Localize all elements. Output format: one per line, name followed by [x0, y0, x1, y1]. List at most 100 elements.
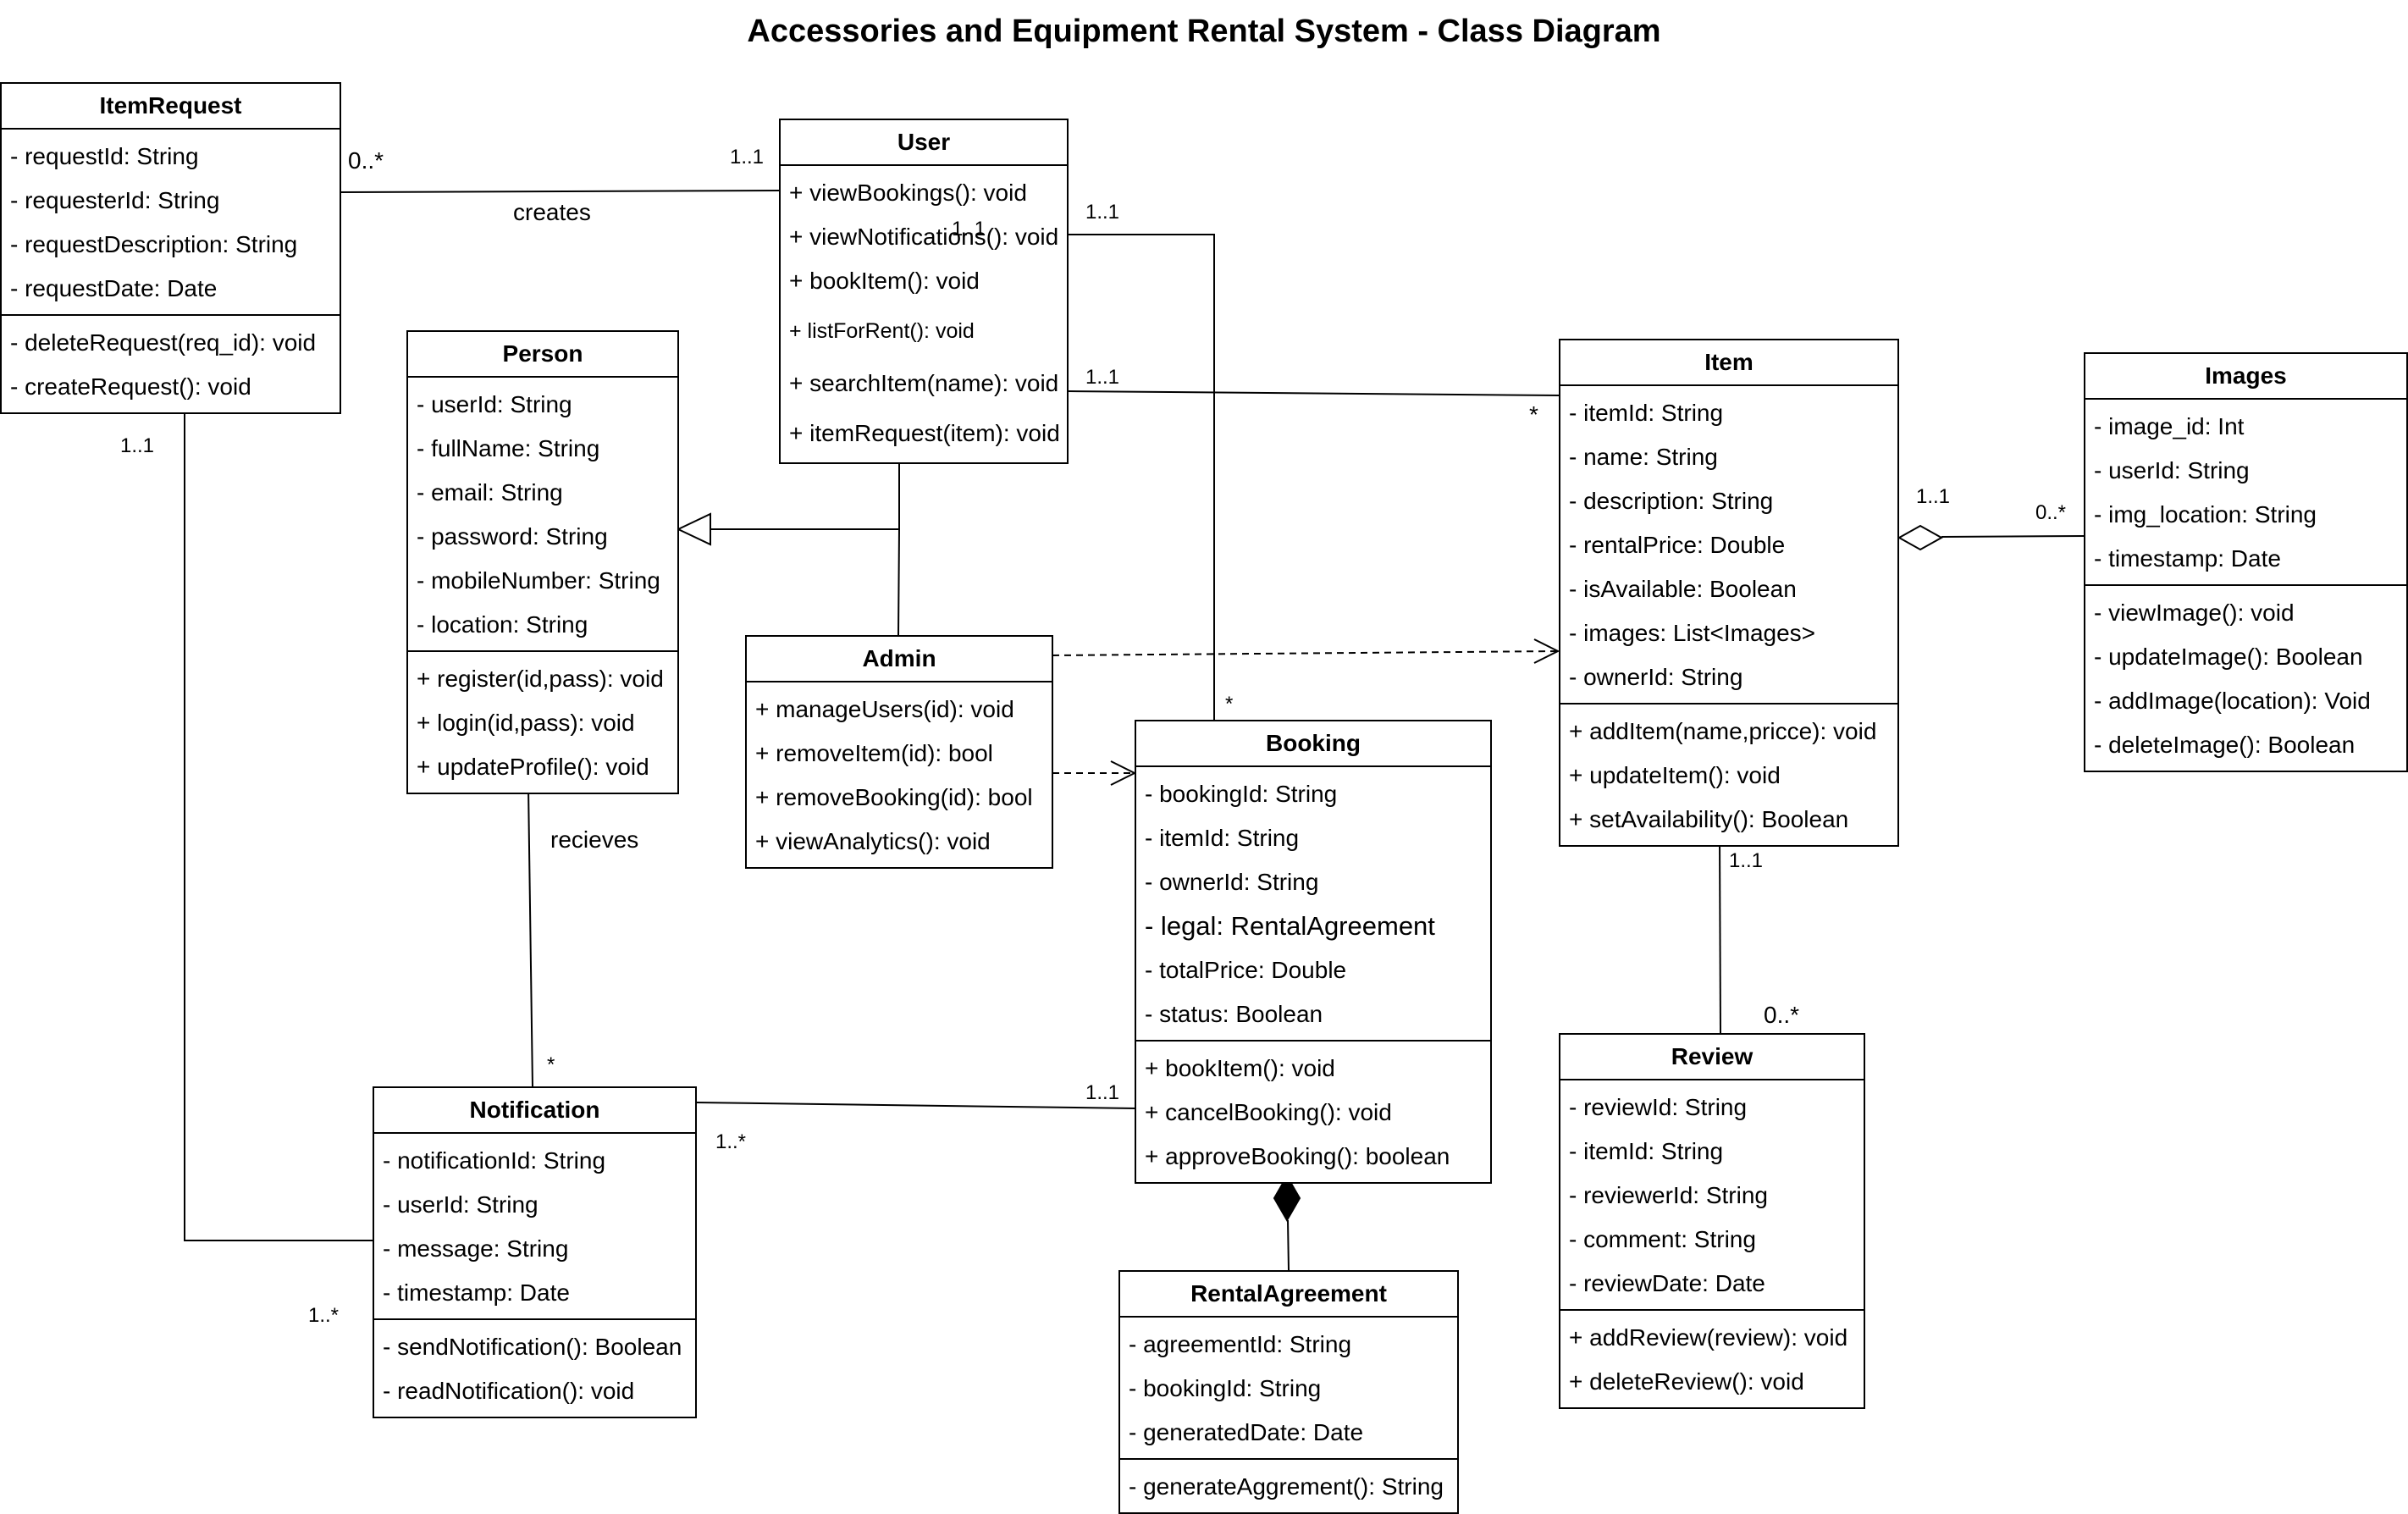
- method: + register(id,pass): void: [417, 666, 664, 692]
- attributes-section: - bookingId: String - itemId: String - o…: [1136, 767, 1490, 1040]
- attribute: - reviewerId: String: [1569, 1182, 1768, 1208]
- class-name: Images: [2085, 354, 2406, 400]
- class-name: ItemRequest: [2, 84, 340, 130]
- attribute: - ownerId: String: [1569, 664, 1743, 690]
- method: + itemRequest(item): void: [789, 420, 1060, 446]
- attribute: - legal: RentalAgreement: [1145, 911, 1435, 941]
- attribute: - itemId: String: [1145, 825, 1300, 851]
- aggregation-diamond: [1897, 524, 1944, 551]
- class-name: Review: [1560, 1035, 1864, 1080]
- attribute: - timestamp: Date: [2094, 545, 2281, 572]
- attribute: - requestDate: Date: [10, 275, 218, 301]
- attribute: - userId: String: [417, 391, 572, 417]
- method: + searchItem(name): void: [789, 370, 1059, 396]
- user-item-association: [1066, 390, 1561, 396]
- attribute: - password: String: [417, 523, 608, 550]
- attributes-section: - notificationId: String - userId: Strin…: [374, 1134, 695, 1318]
- method: - generateAggrement(): String: [1129, 1473, 1444, 1500]
- class-rentalagreement: RentalAgreement - agreementId: String - …: [1118, 1270, 1459, 1514]
- attribute: - images: List<Images>: [1569, 620, 1816, 646]
- method: - updateImage(): Boolean: [2094, 644, 2363, 670]
- attribute: - totalPrice: Double: [1145, 957, 1347, 983]
- attribute: - status: Boolean: [1145, 1001, 1323, 1027]
- method: + viewAnalytics(): void: [755, 828, 991, 854]
- attribute: - comment: String: [1569, 1226, 1756, 1252]
- attributes-section: - image_id: Int - userId: String - img_l…: [2085, 400, 2406, 584]
- attribute: - requestDescription: String: [10, 231, 298, 257]
- attribute: - location: String: [417, 611, 588, 638]
- method: + updateItem(): void: [1569, 762, 1781, 788]
- attribute: - email: String: [417, 479, 563, 506]
- attribute: - mobileNumber: String: [417, 567, 660, 594]
- methods-section: - generateAggrement(): String: [1120, 1458, 1457, 1512]
- method: + approveBooking(): boolean: [1145, 1143, 1450, 1169]
- admin-item-dependency-arrowhead: [1533, 638, 1560, 664]
- class-itemrequest: ItemRequest - requestId: String - reques…: [0, 82, 341, 414]
- multiplicity-label: 1..1: [1085, 201, 1120, 224]
- person-notification-association: [527, 786, 533, 1088]
- methods-section: + addReview(review): void + deleteReview…: [1560, 1309, 1864, 1407]
- class-admin: Admin + manageUsers(id): void + removeIt…: [745, 635, 1053, 869]
- attribute: - message: String: [383, 1235, 569, 1262]
- attribute: - agreementId: String: [1129, 1331, 1352, 1357]
- multiplicity-label: 1..1: [1729, 849, 1764, 872]
- attribute: - userId: String: [2094, 457, 2250, 483]
- multiplicity-label: 0..*: [2035, 501, 2067, 524]
- admin-person-generalization-line: [897, 528, 900, 636]
- method: + removeItem(id): bool: [755, 740, 993, 766]
- methods-section: + addItem(name,pricce): void + updateIte…: [1560, 703, 1897, 845]
- multiplicity-label: 1..1: [730, 146, 765, 169]
- composition-diamond: [1273, 1174, 1301, 1223]
- methods-section: - viewImage(): void - updateImage(): Boo…: [2085, 584, 2406, 771]
- method: + removeBooking(id): bool: [755, 784, 1033, 810]
- attribute: - itemId: String: [1569, 1138, 1724, 1164]
- admin-item-dependency: [1052, 650, 1559, 656]
- class-images: Images - image_id: Int - userId: String …: [2084, 352, 2408, 772]
- method: + cancelBooking(): void: [1145, 1099, 1392, 1125]
- attribute: - image_id: Int: [2094, 413, 2245, 439]
- item-images-aggregation: [1941, 535, 2086, 538]
- multiplicity-label: 1..1: [952, 218, 986, 240]
- attribute: - notificationId: String: [383, 1147, 606, 1174]
- methods-section: + bookItem(): void + cancelBooking(): vo…: [1136, 1040, 1490, 1182]
- methods-section: + register(id,pass): void + login(id,pas…: [408, 650, 677, 793]
- method: + deleteReview(): void: [1569, 1368, 1804, 1395]
- association-label: recieves: [550, 826, 639, 853]
- multiplicity-label: 1..1: [1916, 485, 1951, 508]
- multiplicity-label: *: [1529, 401, 1538, 428]
- attributes-section: - reviewId: String - itemId: String - re…: [1560, 1080, 1864, 1309]
- class-name: Person: [408, 332, 677, 378]
- method: + manageUsers(id): void: [755, 696, 1014, 722]
- method: + viewNotifications(): void: [789, 224, 1059, 250]
- multiplicity-label: *: [1225, 693, 1234, 716]
- class-name: RentalAgreement: [1120, 1272, 1457, 1318]
- method: - deleteImage(): Boolean: [2094, 732, 2356, 758]
- multiplicity-label: 1..*: [308, 1304, 340, 1327]
- diagram-title: Accessories and Equipment Rental System …: [747, 14, 1661, 49]
- method: - readNotification(): void: [383, 1378, 635, 1404]
- method: - createRequest(): void: [10, 373, 251, 400]
- method: + updateProfile(): void: [417, 754, 649, 780]
- attribute: - isAvailable: Boolean: [1569, 576, 1797, 602]
- method: + login(id,pass): void: [417, 710, 635, 736]
- attribute: - rentalPrice: Double: [1569, 532, 1786, 558]
- method: + addReview(review): void: [1569, 1324, 1848, 1351]
- methods-section: + viewBookings(): void + viewNotificatio…: [781, 166, 1067, 462]
- class-user: User + viewBookings(): void + viewNotifi…: [779, 119, 1069, 464]
- attribute: - name: String: [1569, 444, 1718, 470]
- association-label: creates: [513, 199, 591, 225]
- attribute: - generatedDate: Date: [1129, 1419, 1364, 1445]
- attribute: - itemId: String: [1569, 400, 1724, 426]
- method: - addImage(location): Void: [2094, 688, 2371, 714]
- class-name: Booking: [1136, 721, 1490, 767]
- generalization-arrowhead: [676, 512, 711, 546]
- method: - viewImage(): void: [2094, 600, 2295, 626]
- multiplicity-label: 1..*: [715, 1130, 747, 1153]
- itemrequest-notification-association: [184, 405, 374, 1241]
- booking-rentalagreement-composition: [1287, 1219, 1290, 1271]
- attributes-section: - itemId: String - name: String - descri…: [1560, 386, 1897, 703]
- user-booking-association: [1067, 234, 1215, 721]
- method: + setAvailability(): Boolean: [1569, 806, 1849, 832]
- method: + addItem(name,pricce): void: [1569, 718, 1877, 744]
- multiplicity-label: *: [547, 1053, 555, 1076]
